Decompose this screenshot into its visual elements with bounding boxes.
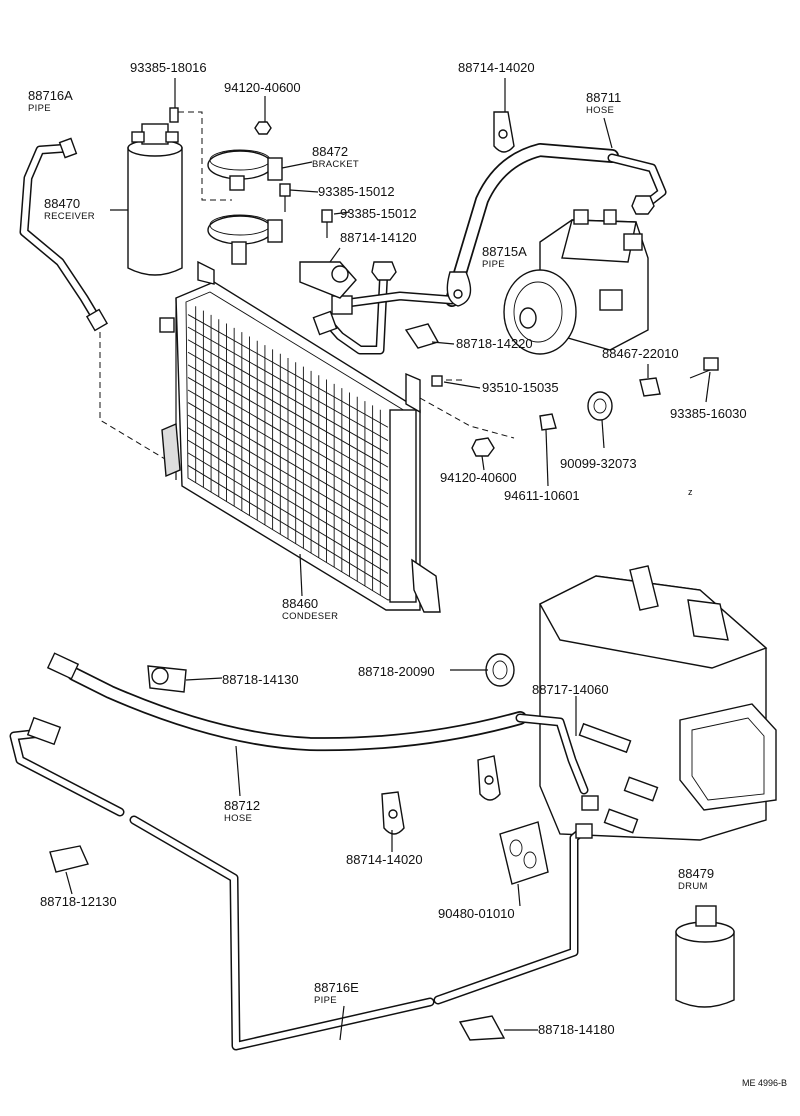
nut-94120-40600-mid [419, 397, 515, 457]
condenser-tube [187, 339, 389, 455]
condenser-tube [187, 389, 389, 508]
clamp-88718-12130 [49, 845, 89, 873]
bolt-93385-15012-a [279, 183, 291, 212]
part-number-label: 93385-15012 [340, 206, 417, 221]
clamp-88718-14220 [404, 323, 440, 349]
nut-94120-40600-top [254, 121, 272, 135]
part-name-label: PIPE [28, 103, 51, 114]
clamp-88714-14120 [299, 261, 357, 299]
part-number-label: 93385-16030 [670, 406, 747, 421]
part-number-label: 88472 [312, 144, 348, 159]
hose-88712 [46, 652, 599, 811]
part-number-label: 88714-14020 [458, 60, 535, 75]
part-number-label: 88714-14020 [346, 852, 423, 867]
pipe-88716a [19, 137, 109, 332]
pipe-88715a [312, 261, 457, 355]
part-number-label: 88718-14220 [456, 336, 533, 351]
condenser-88460 [159, 260, 441, 613]
clamp-88714-14020-top [493, 111, 515, 153]
bolt-93510-15035 [431, 375, 466, 387]
part-number-label: 88718-12130 [40, 894, 117, 909]
part-labels: 88716APIPE93385-1801694120-4060088714-14… [28, 60, 747, 1037]
part-number-label: 94120-40600 [440, 470, 517, 485]
condenser-tube [187, 439, 389, 561]
part-number-label: 88715A [482, 244, 527, 259]
part-number-label: 88716E [314, 980, 359, 995]
part-name-label: PIPE [482, 259, 505, 270]
condenser-tube [187, 351, 389, 468]
condenser-tube [187, 465, 389, 588]
part-number-label: 88718-14130 [222, 672, 299, 687]
part-name-label: RECEIVER [44, 211, 95, 222]
receiver-88470 [127, 107, 183, 276]
washer-94611-10601 [539, 413, 557, 431]
condenser-tube [187, 414, 389, 534]
grommet-90099-32073 [587, 391, 613, 421]
bolt-93385-15012-b [321, 209, 333, 238]
part-number-label: 88479 [678, 866, 714, 881]
part-number-label: 94120-40600 [224, 80, 301, 95]
part-name-label: CONDESER [282, 611, 338, 622]
clamp-88718-14180 [458, 1015, 506, 1041]
part-number-label: 88718-20090 [358, 664, 435, 679]
part-name-label: PIPE [314, 995, 337, 1006]
part-number-label: 88714-14120 [340, 230, 417, 245]
part-number-label: 88467-22010 [602, 346, 679, 361]
stray-mark: z [688, 487, 693, 497]
condenser-tube [187, 427, 389, 548]
part-name-label: DRUM [678, 881, 708, 892]
part-number-label: 88712 [224, 798, 260, 813]
evaporator-unit [539, 565, 777, 841]
pipe-88716e [9, 716, 593, 1051]
nut-88467-22010 [639, 377, 661, 397]
bracket-88472 [207, 149, 283, 265]
grommet-88718-20090 [485, 653, 515, 687]
condenser-tube [187, 364, 389, 481]
fitting-88717-14060 [578, 722, 659, 834]
bushing-90480-01010 [499, 821, 549, 885]
part-number-label: 88470 [44, 196, 80, 211]
leader-lines [65, 78, 711, 1041]
part-number-label: 88718-14180 [538, 1022, 615, 1037]
part-number-label: 93510-15035 [482, 380, 559, 395]
part-name-label: HOSE [586, 105, 614, 116]
drum-88479 [675, 905, 735, 1008]
part-number-label: 90099-32073 [560, 456, 637, 471]
clip-loop-mid [446, 271, 472, 307]
clip-loop-lower [477, 755, 501, 801]
part-number-label: 88711 [586, 90, 621, 105]
hose-88711 [445, 143, 667, 307]
part-number-label: 88717-14060 [532, 682, 609, 697]
condenser-tube [187, 377, 389, 495]
condenser-tube [187, 402, 389, 521]
part-number-label: 93385-18016 [130, 60, 207, 75]
part-number-label: 88460 [282, 596, 318, 611]
condenser-tube [187, 452, 389, 574]
part-number-label: 94611-10601 [504, 488, 580, 503]
part-number-label: 88716A [28, 88, 73, 103]
part-name-label: HOSE [224, 813, 252, 824]
footer-code: ME 4996-B [742, 1078, 787, 1088]
clamp-88714-14020-bottom [381, 791, 405, 835]
bolt-93385-16030 [689, 357, 719, 379]
part-name-label: BRACKET [312, 159, 359, 170]
condenser-tube [187, 314, 389, 428]
compressor [503, 209, 649, 355]
part-number-label: 90480-01010 [438, 906, 515, 921]
clamp-88718-14130 [147, 665, 187, 693]
condenser-tube [187, 326, 389, 441]
part-number-label: 93385-15012 [318, 184, 395, 199]
